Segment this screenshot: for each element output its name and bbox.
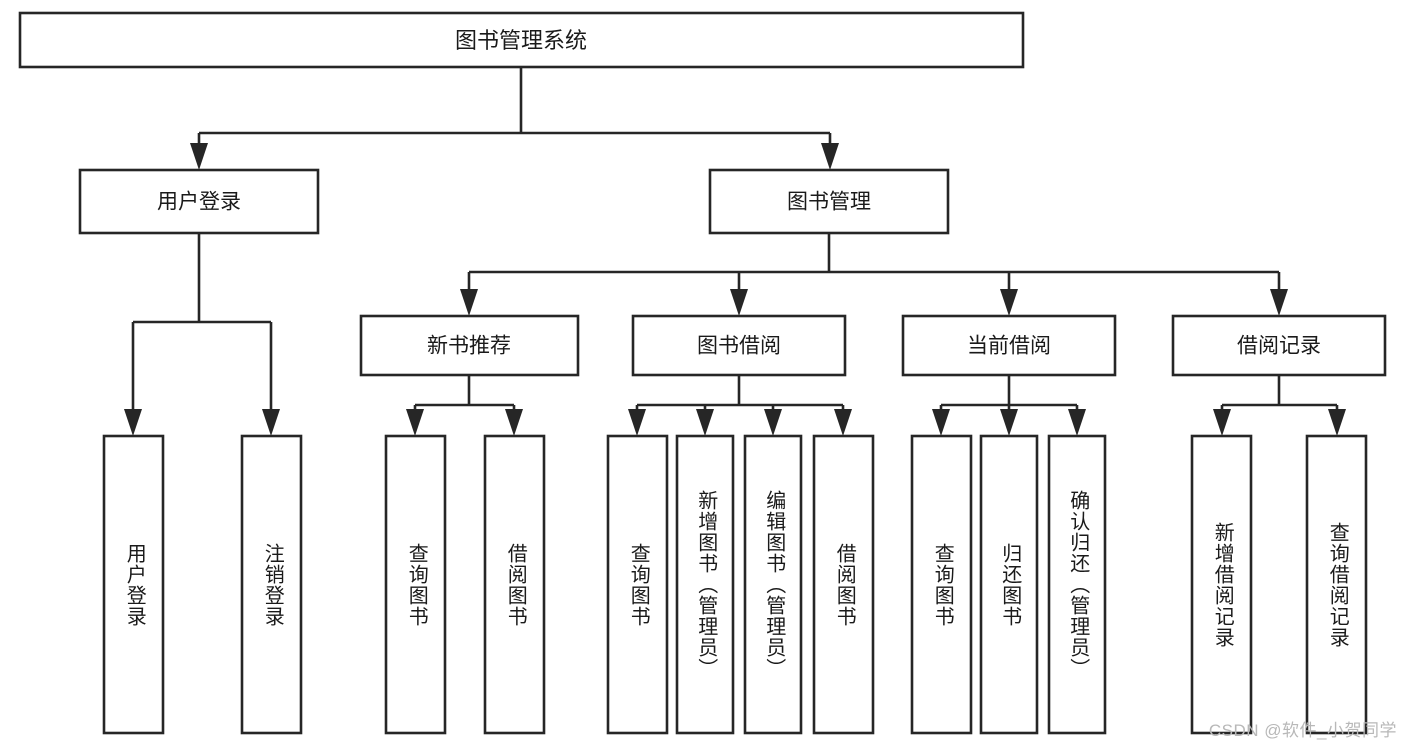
leaf-box-borrow-book-2[interactable] (812, 434, 875, 735)
connector-new-book-recommend-to-leaves (406, 375, 523, 436)
leaf-box-query-borrow-record[interactable] (1305, 434, 1368, 735)
arrow-head-icon (821, 143, 839, 170)
arrow-head-icon (696, 409, 714, 436)
arrow-head-icon (190, 143, 208, 170)
node-borrow-record[interactable]: 借阅记录 (1171, 314, 1387, 377)
leaf-box-confirm-return[interactable] (1047, 434, 1107, 735)
connector-user-login-to-leaves (124, 233, 280, 436)
node-user-login-box[interactable] (78, 168, 320, 235)
node-current-borrow[interactable]: 当前借阅 (901, 314, 1117, 377)
arrow-head-icon (1213, 409, 1231, 436)
arrow-head-icon (1000, 289, 1018, 316)
watermark: CSDN @软件_小贺同学 (1208, 721, 1397, 740)
arrow-head-icon (124, 409, 142, 436)
arrow-head-icon (834, 409, 852, 436)
arrow-head-icon (730, 289, 748, 316)
leaf-box-return-book[interactable] (979, 434, 1039, 735)
arrow-head-icon (932, 409, 950, 436)
node-root-system-label: 图书管理系统 (455, 28, 587, 53)
node-user-login-label: 用户登录 (157, 191, 241, 214)
arrow-head-icon (406, 409, 424, 436)
leaf-box-add-borrow-record[interactable] (1190, 434, 1253, 735)
arrow-head-icon (1270, 289, 1288, 316)
node-new-book-recommend-label: 新书推荐 (427, 335, 511, 358)
node-book-borrow[interactable]: 图书借阅 (631, 314, 847, 377)
node-user-login[interactable]: 用户登录 (78, 168, 320, 235)
node-current-borrow-box[interactable] (901, 314, 1117, 377)
node-book-borrow-label: 图书借阅 (697, 335, 781, 358)
leaf-box-borrow-book-1[interactable] (483, 434, 546, 735)
connector-book-borrow-to-leaves (628, 375, 852, 436)
arrow-head-icon (1000, 409, 1018, 436)
leaf-box-user-login[interactable] (102, 434, 165, 735)
leaf-box-edit-book[interactable] (743, 434, 803, 735)
connector-current-borrow-to-leaves (932, 375, 1086, 436)
arrow-head-icon (628, 409, 646, 436)
node-root-system[interactable]: 图书管理系统 (18, 11, 1025, 69)
node-root-system-box[interactable] (18, 11, 1025, 69)
node-book-management-label: 图书管理 (787, 191, 871, 214)
connector-book-management-to-level3 (460, 233, 1288, 316)
arrow-head-icon (764, 409, 782, 436)
leaf-box-logout[interactable] (240, 434, 303, 735)
node-current-borrow-label: 当前借阅 (967, 335, 1051, 358)
node-new-book-recommend-box[interactable] (359, 314, 580, 377)
leaf-box-add-book[interactable] (675, 434, 735, 735)
connector-borrow-record-to-leaves (1213, 375, 1346, 436)
arrow-head-icon (1068, 409, 1086, 436)
leaf-box-query-book-2[interactable] (606, 434, 669, 735)
leaf-box-query-book-1[interactable] (384, 434, 447, 735)
connector-root-to-level2 (190, 67, 839, 170)
arrow-head-icon (460, 289, 478, 316)
node-borrow-record-label: 借阅记录 (1237, 335, 1321, 358)
arrow-head-icon (1328, 409, 1346, 436)
node-new-book-recommend[interactable]: 新书推荐 (359, 314, 580, 377)
leaf-box-query-book-3[interactable] (910, 434, 973, 735)
arrow-head-icon (262, 409, 280, 436)
node-book-management[interactable]: 图书管理 (708, 168, 950, 235)
arrow-head-icon (505, 409, 523, 436)
